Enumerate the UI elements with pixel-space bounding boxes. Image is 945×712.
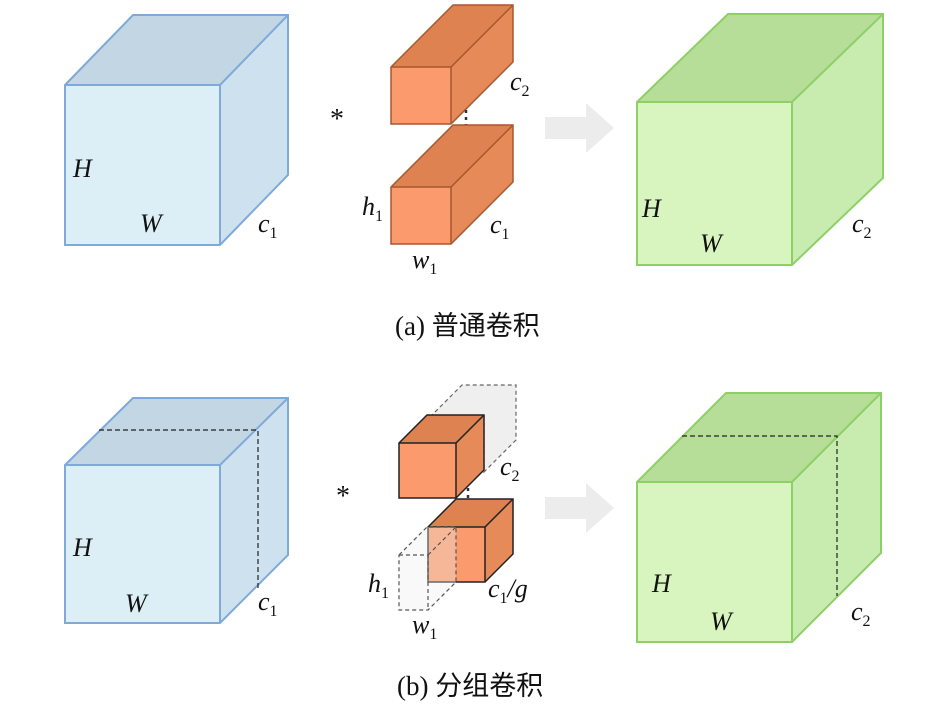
output-tensor-a xyxy=(636,13,884,266)
kernel-height-label: h1 xyxy=(368,569,389,602)
output-width-label: W xyxy=(700,229,724,258)
kernel-top-face xyxy=(391,125,513,187)
output-height-label: H xyxy=(641,194,662,223)
input-channel-label: c1 xyxy=(258,209,278,242)
kernel-top-channel-label: c2 xyxy=(500,452,520,485)
output-side-face xyxy=(792,14,883,265)
convolution-operator-a: * xyxy=(330,104,344,135)
input-front-face xyxy=(65,465,220,623)
input-height-label: H xyxy=(72,154,93,183)
kernel-b-top xyxy=(398,384,517,499)
input-outline xyxy=(64,14,289,246)
result-arrow-b xyxy=(545,483,614,533)
input-width-label: W xyxy=(140,209,164,238)
input-side-face xyxy=(220,398,288,623)
input-side-face xyxy=(220,15,288,245)
kernel-top-face xyxy=(391,5,513,67)
kernel-width-label: w1 xyxy=(412,245,437,278)
kernel-top-channel-label: c2 xyxy=(510,67,530,100)
kernel-front-face xyxy=(391,67,451,124)
input-top-cap xyxy=(65,15,288,85)
output-width-label: W xyxy=(710,607,734,636)
output-height-label: H xyxy=(651,569,672,598)
kernel-b-bottom xyxy=(398,498,514,611)
input-height-label: H xyxy=(72,533,93,562)
kernel-a-bottom xyxy=(390,124,514,245)
output-group-split-line xyxy=(682,435,838,596)
kernel-channel-label: c1 xyxy=(490,210,510,243)
kernel-front-face xyxy=(391,187,451,244)
kernel-side-face xyxy=(456,415,484,498)
output-front-face xyxy=(637,482,792,642)
caption-a: (a) 普通卷积 xyxy=(395,311,540,341)
kernel-front-face xyxy=(399,443,456,498)
caption-b: (b) 分组卷积 xyxy=(397,671,543,701)
input-top-face xyxy=(65,398,288,465)
kernel-width-label: w1 xyxy=(412,610,437,643)
output-outline xyxy=(636,13,884,266)
kernel-channel-label: c1/g xyxy=(488,574,528,607)
kernel-a-top xyxy=(390,4,514,125)
input-channel-label: c1 xyxy=(258,587,278,620)
kernel-outline xyxy=(390,4,514,125)
kernel-side-face xyxy=(451,5,513,124)
input-tensor-a xyxy=(64,14,289,246)
output-top-face xyxy=(637,14,883,102)
output-front-face xyxy=(637,102,792,265)
result-arrow-a xyxy=(545,103,614,153)
input-outline xyxy=(64,397,289,624)
panel-a: H W c1 * c2 h1 w1 c1 xyxy=(64,4,884,341)
input-tensor-b xyxy=(64,397,289,624)
output-outline xyxy=(636,392,882,643)
output-top-face xyxy=(637,393,881,482)
output-channel-label: c2 xyxy=(852,209,872,242)
kernel-height-label: h1 xyxy=(362,192,383,225)
input-width-label: W xyxy=(125,589,149,618)
kernel-side-face xyxy=(451,125,513,244)
input-group-split-line xyxy=(99,429,259,589)
kernel-outline xyxy=(398,414,485,499)
kernel-outline xyxy=(390,124,514,245)
output-tensor-b xyxy=(636,392,882,643)
input-front-face xyxy=(65,85,220,245)
output-channel-label: c2 xyxy=(851,597,871,630)
convolution-operator-b: * xyxy=(336,481,350,512)
kernel-side-face xyxy=(485,499,513,582)
panel-b: H W c1 * c2 h1 w1 xyxy=(64,384,882,701)
